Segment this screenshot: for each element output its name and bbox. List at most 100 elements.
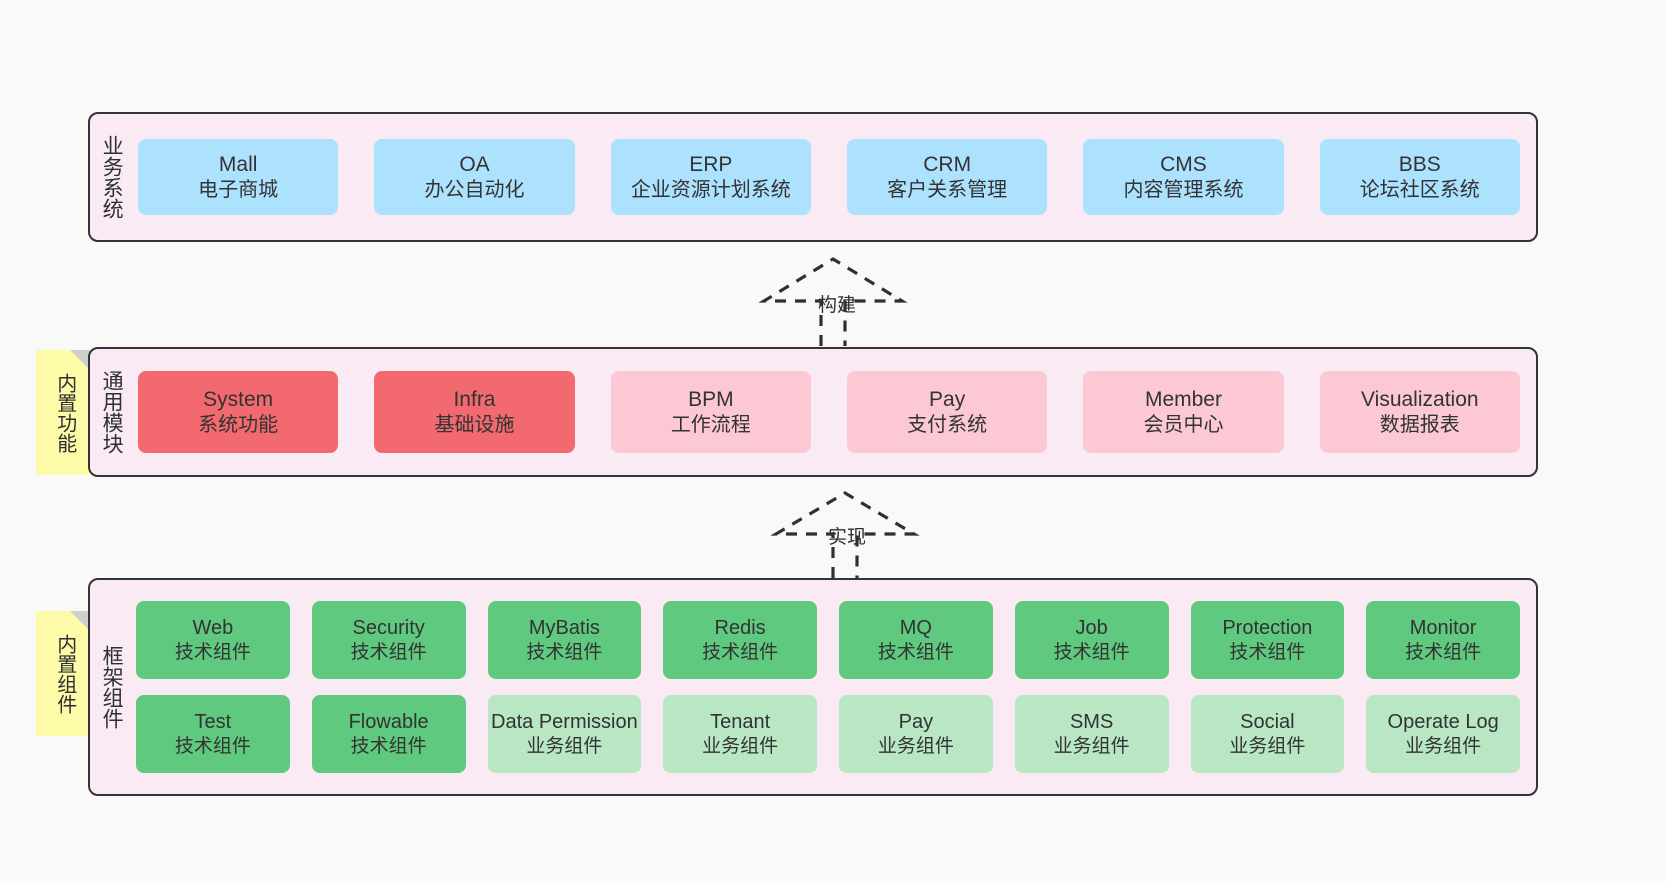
sticky-note-built-in-components[interactable]: 内置组件 [36,611,92,736]
card-infra[interactable]: Infra 基础设施 [374,371,575,453]
card-redis[interactable]: Redis 技术组件 [663,601,817,679]
card-subtitle: 技术组件 [877,641,954,663]
card-title: Job [1075,616,1108,639]
card-title: System [203,387,274,411]
card-subtitle: 基础设施 [434,413,515,436]
card-title: CMS [1160,152,1207,176]
card-monitor[interactable]: Monitor 技术组件 [1366,601,1520,679]
card-row: Web 技术组件 Security 技术组件 MyBatis 技术组件 Redi… [136,601,1520,679]
layer-title-common-modules: 通用模块 [100,370,124,454]
card-security[interactable]: Security 技术组件 [311,601,466,679]
card-sms[interactable]: SMS 业务组件 [1014,695,1169,773]
build-arrow-glyph [758,257,908,346]
card-title: Member [1144,387,1222,411]
card-tenant[interactable]: Tenant 业务组件 [663,695,817,773]
card-bbs[interactable]: BBS 论坛社区系统 [1319,139,1520,215]
card-test[interactable]: Test 技术组件 [136,695,290,773]
card-oa[interactable]: OA 办公自动化 [374,139,575,215]
card-subtitle: 业务组件 [877,735,954,757]
card-subtitle: 技术组件 [1405,641,1482,663]
card-title: BPM [688,387,734,411]
card-subtitle: 技术组件 [350,735,427,757]
card-title: Mall [218,152,258,176]
card-title: OA [459,152,490,176]
card-title: Security [352,616,425,639]
sticky-note-label: 内置组件 [53,633,76,714]
card-title: Operate Log [1387,710,1499,733]
card-title: Tenant [710,710,771,733]
build-arrow [758,256,908,346]
card-mybatis[interactable]: MyBatis 技术组件 [487,601,642,679]
card-pay[interactable]: Pay 支付系统 [846,371,1048,453]
layer-business-systems: 业务系统 Mall 电子商城 OA 办公自动化 ERP 企业资源计划系统 CRM… [88,112,1538,242]
card-subtitle: 数据报表 [1379,413,1460,436]
folded-corner-icon [70,611,92,633]
card-subtitle: 电子商城 [198,178,279,201]
card-subtitle: 业务组件 [1405,735,1482,757]
card-flowable[interactable]: Flowable 技术组件 [311,695,466,773]
card-subtitle: 技术组件 [1053,641,1130,663]
card-subtitle: 工作流程 [670,413,751,436]
card-erp[interactable]: ERP 企业资源计划系统 [610,139,811,215]
sticky-note-label: 内置功能 [53,372,76,453]
card-title: Pay [898,710,934,733]
card-row: System 系统功能 Infra 基础设施 BPM 工作流程 Pay 支付系统… [138,371,1520,453]
card-social[interactable]: Social 业务组件 [1190,695,1345,773]
card-group-business-systems: Mall 电子商城 OA 办公自动化 ERP 企业资源计划系统 CRM 客户关系… [132,114,1536,240]
card-subtitle: 技术组件 [702,641,779,663]
layer-framework-components: 框架组件 Web 技术组件 Security 技术组件 MyBatis 技术组件… [88,578,1538,796]
card-subtitle: 技术组件 [350,641,427,663]
card-title: Social [1240,710,1295,733]
layer-common-modules: 通用模块 System 系统功能 Infra 基础设施 BPM 工作流程 Pay… [88,347,1538,477]
card-system[interactable]: System 系统功能 [138,371,339,453]
card-title: ERP [689,152,733,176]
sticky-note-built-in-functions[interactable]: 内置功能 [36,350,92,475]
card-data-permission[interactable]: Data Permission 业务组件 [487,695,642,773]
card-subtitle: 技术组件 [174,641,251,663]
card-operate-log[interactable]: Operate Log 业务组件 [1366,695,1520,773]
card-title: Web [192,616,234,639]
card-job[interactable]: Job 技术组件 [1014,601,1169,679]
card-title: CRM [923,152,972,176]
card-title: BBS [1398,152,1441,176]
card-cms[interactable]: CMS 内容管理系统 [1083,139,1284,215]
card-bpm[interactable]: BPM 工作流程 [610,371,811,453]
card-subtitle: 业务组件 [1229,735,1306,757]
card-title: Infra [453,387,496,411]
card-group-framework-components: Web 技术组件 Security 技术组件 MyBatis 技术组件 Redi… [132,580,1536,794]
card-title: MQ [899,616,932,639]
card-mq[interactable]: MQ 技术组件 [839,601,993,679]
card-title: Visualization [1361,387,1479,411]
layer-title-framework-components: 框架组件 [100,645,124,729]
card-subtitle: 客户关系管理 [887,178,1008,201]
card-title: Pay [929,387,966,411]
card-title: Data Permission [491,710,638,733]
card-row: Test 技术组件 Flowable 技术组件 Data Permission … [136,695,1520,773]
card-web[interactable]: Web 技术组件 [136,601,290,679]
card-mall[interactable]: Mall 电子商城 [138,139,339,215]
card-subtitle: 技术组件 [1229,641,1306,663]
card-pay-business[interactable]: Pay 业务组件 [839,695,993,773]
card-title: Redis [714,616,766,639]
card-subtitle: 技术组件 [526,641,603,663]
card-subtitle: 业务组件 [702,735,779,757]
card-crm[interactable]: CRM 客户关系管理 [846,139,1048,215]
card-subtitle: 论坛社区系统 [1359,178,1480,201]
implement-arrow [770,490,920,578]
card-subtitle: 办公自动化 [424,178,525,201]
card-member[interactable]: Member 会员中心 [1083,371,1284,453]
card-row: Mall 电子商城 OA 办公自动化 ERP 企业资源计划系统 CRM 客户关系… [138,139,1520,215]
card-visualization[interactable]: Visualization 数据报表 [1319,371,1520,453]
card-title: SMS [1069,710,1114,733]
card-title: Protection [1222,616,1313,639]
implement-arrow-glyph [770,491,920,578]
card-title: Flowable [348,710,429,733]
card-group-common-modules: System 系统功能 Infra 基础设施 BPM 工作流程 Pay 支付系统… [132,349,1536,475]
card-protection[interactable]: Protection 技术组件 [1190,601,1345,679]
card-title: Monitor [1409,616,1477,639]
card-subtitle: 支付系统 [907,413,988,436]
card-title: MyBatis [528,616,600,639]
card-title: Test [194,710,232,733]
layer-title-business-systems: 业务系统 [100,135,124,219]
